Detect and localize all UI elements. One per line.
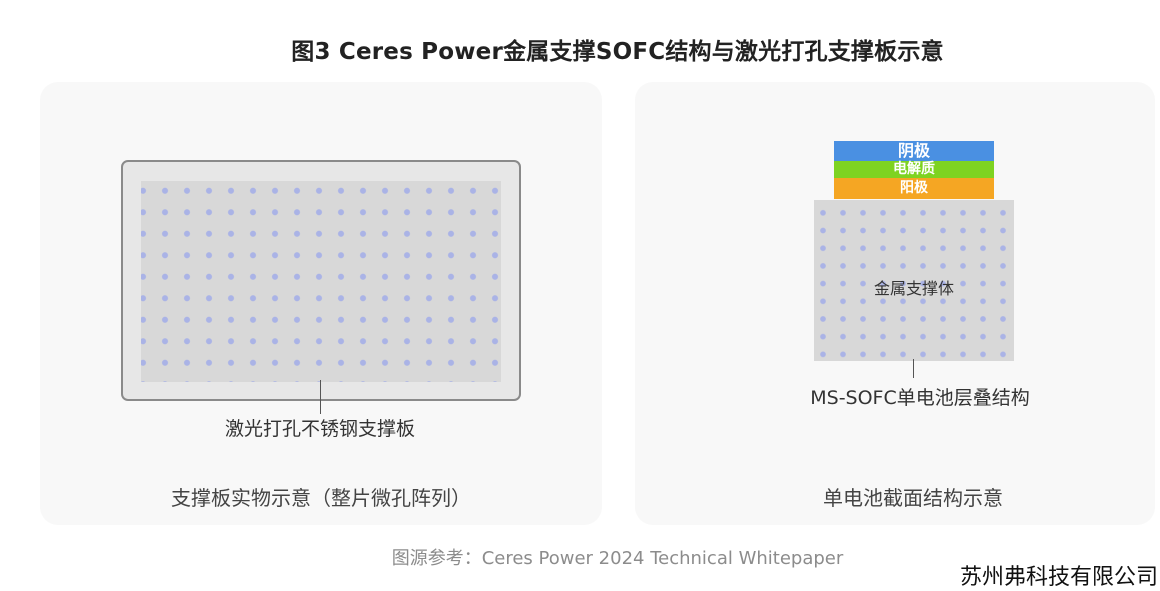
company-watermark: 苏州弗科技有限公司 (959, 565, 1158, 590)
electrolyte-layer: 电解质 (834, 161, 994, 178)
perforated-hole-array (141, 181, 501, 382)
cell-leader-line (913, 359, 914, 378)
cathode-layer: 阴极 (834, 141, 994, 161)
source-note: 图源参考：Ceres Power 2024 Technical Whitepap… (391, 548, 844, 569)
figure-title: 图3 Ceres Power金属支撑SOFC结构与激光打孔支撑板示意 (291, 39, 944, 65)
metal-support-body (814, 200, 1014, 361)
right-panel-caption: 单电池截面结构示意 (823, 486, 1003, 510)
plate-label: 激光打孔不锈钢支撑板 (224, 418, 415, 440)
cell-stack-label: MS-SOFC单电池层叠结构 (810, 387, 1030, 409)
plate-leader-line (320, 380, 321, 414)
support-label: 金属支撑体 (873, 279, 954, 298)
left-panel-caption: 支撑板实物示意（整片微孔阵列） (171, 486, 471, 510)
anode-layer: 阳极 (834, 178, 994, 199)
